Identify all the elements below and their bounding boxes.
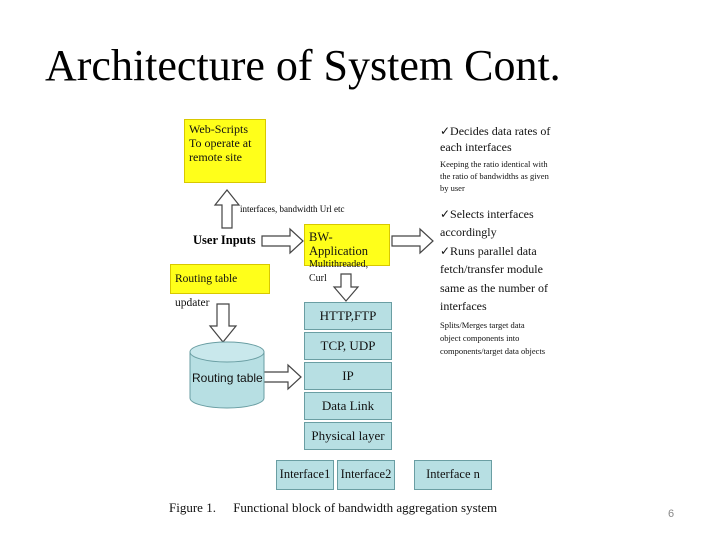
routing-updater-box: Routing table updater [170, 264, 270, 309]
note-line: ✓Runs parallel data [440, 244, 537, 258]
routing-updater-label: Routing table updater [175, 273, 238, 309]
note-line: same as the number of [440, 281, 548, 295]
arrow-table-to-ip [261, 363, 302, 391]
bw-application-line2: Multithreaded, Curl [309, 259, 369, 284]
page-number: 6 [668, 508, 675, 520]
note-line: accordingly [440, 225, 497, 239]
figure-caption: Figure 1. Functional block of bandwidth … [169, 500, 497, 516]
note-line: Splits/Merges target data [440, 320, 525, 330]
slide-title: Architecture of System Cont. [45, 41, 561, 90]
routing-table-cylinder [189, 341, 265, 409]
arrow-bw-to-http [332, 273, 360, 302]
note-line: ✓Selects interfaces [440, 207, 534, 221]
stack-layer-tcp: TCP, UDP [304, 332, 392, 360]
bw-application-box: BW-Application Multithreaded, Curl [304, 224, 390, 284]
interface-n-box: Interface n [414, 460, 492, 490]
arrow-updater-to-table [208, 303, 238, 343]
stack-layer-ip: IP [304, 362, 392, 390]
note-line: each interfaces [440, 140, 512, 154]
note-line: ✓Decides data rates of [440, 124, 551, 138]
stack-layer-physical: Physical layer [304, 422, 392, 450]
note-line: interfaces [440, 299, 487, 313]
web-scripts-box: Web-Scripts To operate at remote site [184, 119, 266, 183]
note-line: by user [440, 183, 465, 193]
bw-application-line1: BW-Application [309, 230, 369, 258]
note-line: components/target data objects [440, 346, 546, 356]
web-scripts-line3: remote site [189, 150, 242, 164]
stack-layer-datalink: Data Link [304, 392, 392, 420]
arrow-user-to-bw [261, 227, 304, 255]
arrow-label: interfaces, bandwidth Url etc [240, 204, 345, 214]
web-scripts-line1: Web-Scripts [189, 122, 249, 136]
interface-2-box: Interface2 [337, 460, 395, 490]
user-inputs-label: User Inputs [193, 233, 256, 247]
note-line: the ratio of bandwidths as given [440, 171, 549, 181]
routing-table-label: Routing table [192, 371, 263, 385]
arrow-up-to-web-scripts [213, 189, 241, 229]
note-line: fetch/transfer module [440, 262, 543, 276]
figure-label: Figure 1. [169, 500, 216, 515]
note-line: Keeping the ratio identical with [440, 159, 548, 169]
stack-layer-http: HTTP,FTP [304, 302, 392, 330]
web-scripts-line2: To operate at [189, 136, 252, 150]
note-line: object components into [440, 333, 520, 343]
arrow-bw-to-notes [391, 227, 434, 255]
figure-caption-text: Functional block of bandwidth aggregatio… [233, 500, 498, 515]
interface-1-box: Interface1 [276, 460, 334, 490]
